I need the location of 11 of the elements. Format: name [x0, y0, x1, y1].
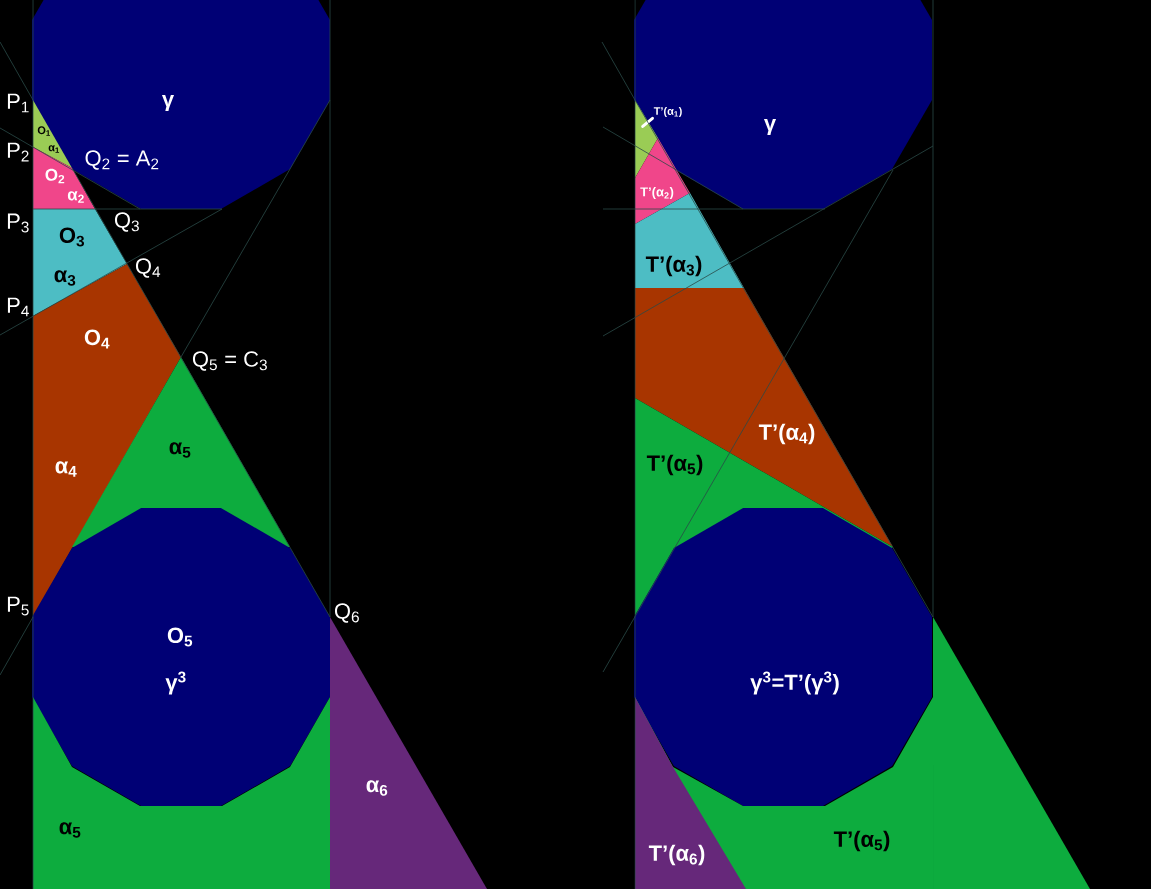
point-label: P$_{3}$ [7, 213, 29, 233]
dodecagon: O$_{5}$ γ$^{3}$ [32, 508, 330, 806]
point-label: P$_{2}$ [7, 142, 29, 162]
shaded-region [933, 617, 1090, 889]
node-label: T’(α$_{5}$) [833, 830, 890, 852]
leader-line [641, 116, 654, 128]
shaded-region: α$_{5}$ [33, 697, 330, 889]
point-label: P$_{1}$ [7, 93, 29, 113]
point-label: P$_{5}$ [7, 596, 29, 616]
point-label: P$_{4}$ [7, 297, 29, 317]
dodecagon: γ$^{3}$=T’(γ$^{3}$) [634, 508, 932, 806]
